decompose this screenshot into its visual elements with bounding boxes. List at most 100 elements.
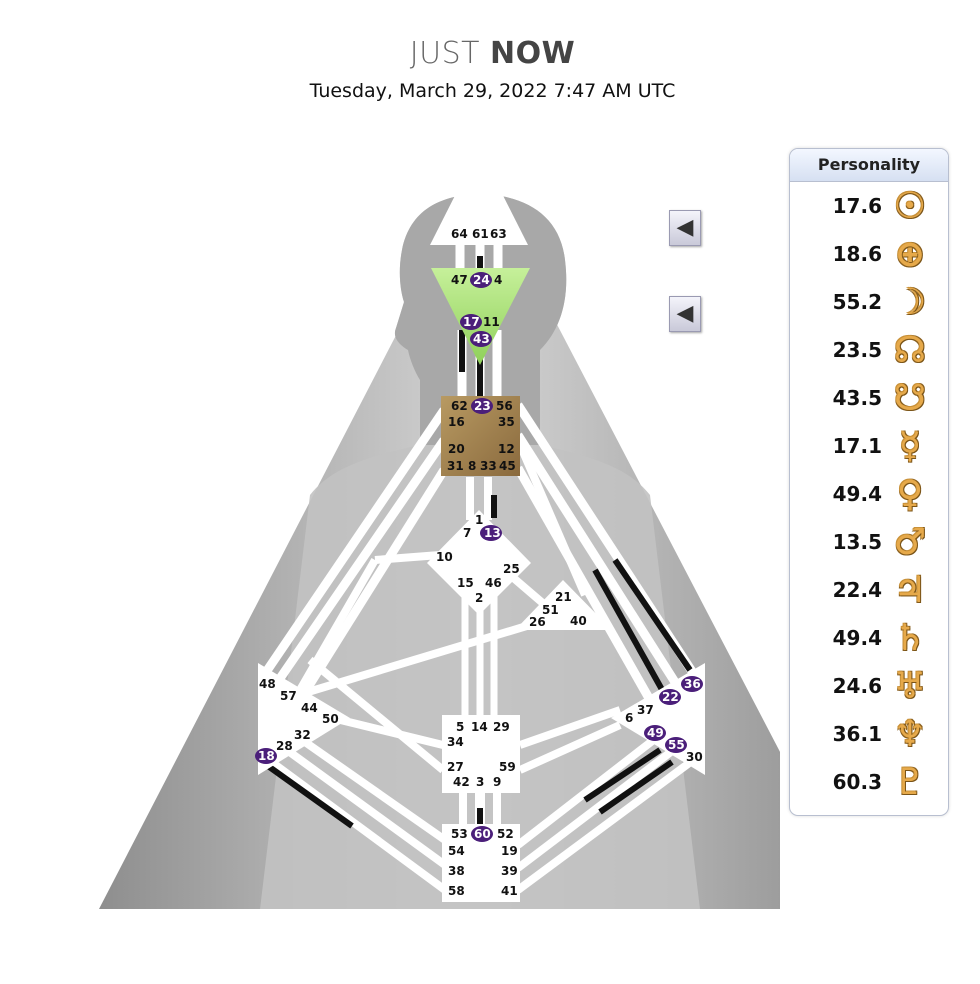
gate-label: 4 (494, 273, 502, 287)
gate-label: 61 (472, 227, 489, 241)
title-light: JUST (409, 36, 480, 71)
gate-label: 29 (493, 720, 510, 734)
planet-value: 43.5 (832, 386, 882, 410)
planet-value: 18.6 (832, 242, 882, 266)
gate-label: 5 (456, 720, 464, 734)
south-node-icon: ☋ (894, 378, 926, 419)
left-arrow-icon: ◀ (676, 301, 694, 326)
gate-label: 3 (476, 775, 484, 789)
page-title: JUST NOW (0, 36, 980, 71)
venus-icon: ♀ (896, 474, 924, 515)
gate-label: 47 (451, 273, 468, 287)
gate-label: 58 (448, 884, 465, 898)
gate-label: 34 (447, 735, 464, 749)
gate-label: 48 (259, 677, 276, 691)
gate-label: 24 (473, 273, 490, 287)
gate-label: 13 (484, 526, 501, 540)
gate-label: 53 (451, 827, 468, 841)
planet-value: 17.1 (832, 434, 882, 458)
sacral-center (442, 715, 520, 793)
gate-label: 25 (503, 562, 520, 576)
gate-label: 59 (499, 760, 516, 774)
planet-value: 60.3 (832, 770, 882, 794)
personality-header: Personality (790, 149, 948, 182)
left-arrow-icon: ◀ (676, 215, 694, 240)
mars-icon: ♂ (893, 522, 927, 563)
gate-label: 49 (647, 726, 664, 740)
gate-label: 43 (473, 332, 490, 346)
planet-row-pluto: 60.3 ♇ (790, 760, 948, 808)
saturn-icon: ♄ (893, 618, 927, 659)
gate-label: 35 (498, 415, 515, 429)
gate-label: 19 (501, 844, 518, 858)
planet-row-south-node: 43.5 ☋ (790, 376, 948, 424)
planet-row-venus: 49.4 ♀ (790, 472, 948, 520)
gate-label: 9 (493, 775, 501, 789)
gate-label: 23 (474, 399, 491, 413)
planet-row-sun: 17.6 ☉ (790, 184, 948, 232)
gate-label: 7 (463, 526, 471, 540)
gate-label: 57 (280, 689, 297, 703)
previous-button-1[interactable]: ◀ (669, 210, 701, 246)
gate-label: 17 (463, 315, 480, 329)
gate-activations (255, 272, 703, 842)
gate-label: 36 (684, 677, 701, 691)
sun-icon: ☉ (893, 186, 927, 227)
planet-value: 24.6 (832, 674, 882, 698)
planet-row-moon: 55.2 ☽ (790, 280, 948, 328)
gate-label: 22 (662, 690, 679, 704)
gate-label: 64 (451, 227, 468, 241)
gate-label: 41 (501, 884, 518, 898)
chart-datetime: Tuesday, March 29, 2022 7:47 AM UTC (309, 80, 676, 102)
planet-value: 22.4 (832, 578, 882, 602)
ajna-center (431, 268, 530, 365)
gate-label: 39 (501, 864, 518, 878)
gate-label: 28 (276, 739, 293, 753)
planet-row-north-node: 23.5 ☊ (790, 328, 948, 376)
planet-value: 23.5 (832, 338, 882, 362)
gate-label: 60 (474, 827, 491, 841)
planet-row-uranus: 24.6 ♅ (790, 664, 948, 712)
gate-label: 11 (483, 315, 500, 329)
gate-label: 6 (625, 711, 633, 725)
gate-label: 51 (542, 603, 559, 617)
gate-label: 27 (447, 760, 464, 774)
planet-value: 36.1 (832, 722, 882, 746)
neptune-icon: ♆ (893, 714, 927, 755)
gate-labels: 64 61 63 47 24 4 17 11 43 62 23 56 16 35… (258, 227, 703, 898)
jupiter-icon: ♃ (893, 570, 927, 611)
planet-value: 49.4 (832, 482, 882, 506)
gate-label: 46 (485, 576, 502, 590)
moon-icon: ☽ (893, 282, 927, 323)
planet-row-neptune: 36.1 ♆ (790, 712, 948, 760)
gate-label: 2 (475, 591, 483, 605)
gate-label: 8 (468, 459, 476, 473)
gate-label: 37 (637, 703, 654, 717)
gate-label: 1 (475, 513, 483, 527)
uranus-icon: ♅ (893, 666, 927, 707)
gate-label: 63 (490, 227, 507, 241)
gate-label: 16 (448, 415, 465, 429)
title-bold: NOW (490, 36, 576, 71)
planet-row-earth: 18.6 ⊕ (790, 232, 948, 280)
gate-label: 30 (686, 750, 703, 764)
personality-panel: Personality 17.6 ☉ 18.6 ⊕ 55.2 ☽ 23.5 ☊ … (789, 148, 949, 816)
gate-label: 33 (480, 459, 497, 473)
gate-label: 52 (497, 827, 514, 841)
planet-value: 17.6 (832, 194, 882, 218)
planet-value: 13.5 (832, 530, 882, 554)
planet-row-mars: 13.5 ♂ (790, 520, 948, 568)
previous-button-2[interactable]: ◀ (669, 296, 701, 332)
gate-label: 62 (451, 399, 468, 413)
earth-icon: ⊕ (894, 234, 926, 275)
heart-center (515, 580, 612, 630)
planet-row-saturn: 49.4 ♄ (790, 616, 948, 664)
planet-value: 55.2 (832, 290, 882, 314)
gate-label: 18 (258, 749, 275, 763)
gate-label: 56 (496, 399, 513, 413)
gate-label: 32 (294, 728, 311, 742)
gate-label: 31 (447, 459, 464, 473)
gate-label: 10 (436, 550, 453, 564)
planet-value: 49.4 (832, 626, 882, 650)
gate-label: 26 (529, 615, 546, 629)
